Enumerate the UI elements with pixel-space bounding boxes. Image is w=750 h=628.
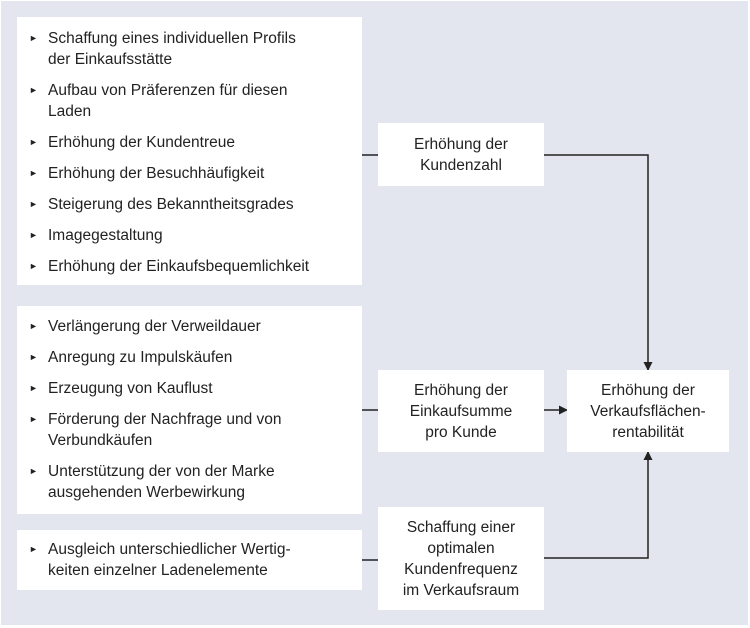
triangle-right-icon: ►	[29, 230, 38, 240]
triangle-right-icon: ►	[29, 261, 38, 271]
triangle-right-icon: ►	[29, 199, 38, 209]
list-item: ► Imagegestaltung	[29, 225, 354, 246]
list-item: ► Steigerung des Bekanntheitsgrades	[29, 194, 354, 215]
list-item: ► Förderung der Nachfrage und von Verbund…	[29, 409, 354, 451]
list-item: ► Erhöhung der Einkaufsbequemlichkeit	[29, 256, 354, 277]
list-item-text: Anregung zu Impulskäufen	[48, 349, 233, 366]
list-item-text: Erzeugung von Kauflust	[48, 380, 213, 397]
measures-list-einkaufssumme: ► Verlängerung der Verweildauer ► Anregung…	[29, 316, 354, 503]
list-item-text: Förderung der Nachfrage und von Verbundk…	[48, 411, 282, 449]
list-item: ► Verlängerung der Verweildauer	[29, 316, 354, 337]
list-item-text: Imagegestaltung	[48, 227, 163, 244]
triangle-right-icon: ►	[29, 168, 38, 178]
measures-list-frequenz: ► Ausgleich unterschiedlicher Wertig- kei…	[29, 539, 354, 581]
list-item-text: Unterstützung der von der Marke ausgehen…	[48, 463, 275, 501]
triangle-right-icon: ►	[29, 33, 38, 43]
goal-box-frequenz: Schaffung einer optimalen Kundenfrequenz…	[378, 507, 544, 610]
triangle-right-icon: ►	[29, 466, 38, 476]
goal-box-kundenzahl: Erhöhung der Kundenzahl	[378, 123, 544, 186]
triangle-right-icon: ►	[29, 321, 38, 331]
triangle-right-icon: ►	[29, 383, 38, 393]
result-box-rentabilitaet: Erhöhung der Verkaufsflächen- rentabilit…	[567, 370, 729, 452]
list-item-text: Aufbau von Präferenzen für diesen Laden	[48, 82, 288, 120]
list-item-text: Erhöhung der Einkaufsbequemlichkeit	[48, 258, 310, 275]
list-item-text: Verlängerung der Verweildauer	[48, 318, 261, 335]
list-item: ► Erhöhung der Kundentreue	[29, 132, 354, 153]
list-item-text: Steigerung des Bekanntheitsgrades	[48, 196, 294, 213]
measures-box-kundenzahl: ► Schaffung eines individuellen Profils d…	[17, 17, 362, 285]
measures-box-frequenz: ► Ausgleich unterschiedlicher Wertig- kei…	[17, 530, 362, 590]
triangle-right-icon: ►	[29, 85, 38, 95]
list-item: ► Ausgleich unterschiedlicher Wertig- kei…	[29, 539, 354, 581]
measures-list-kundenzahl: ► Schaffung eines individuellen Profils d…	[29, 28, 354, 277]
list-item: ► Unterstützung der von der Marke ausgehe…	[29, 461, 354, 503]
list-item-text: Ausgleich unterschiedlicher Wertig- keit…	[48, 541, 291, 579]
list-item-text: Schaffung eines individuellen Profils de…	[48, 30, 296, 68]
list-item: ► Schaffung eines individuellen Profils d…	[29, 28, 354, 70]
list-item-text: Erhöhung der Kundentreue	[48, 134, 236, 151]
triangle-right-icon: ►	[29, 544, 38, 554]
list-item: ► Anregung zu Impulskäufen	[29, 347, 354, 368]
triangle-right-icon: ►	[29, 137, 38, 147]
measures-box-einkaufssumme: ► Verlängerung der Verweildauer ► Anregung…	[17, 306, 362, 514]
goal-box-einkaufssumme: Erhöhung der Einkaufsumme pro Kunde	[378, 370, 544, 452]
list-item-text: Erhöhung der Besuchhäufigkeit	[48, 165, 265, 182]
triangle-right-icon: ►	[29, 352, 38, 362]
list-item: ► Aufbau von Präferenzen für diesen Laden	[29, 80, 354, 122]
list-item: ► Erzeugung von Kauflust	[29, 378, 354, 399]
triangle-right-icon: ►	[29, 414, 38, 424]
list-item: ► Erhöhung der Besuchhäufigkeit	[29, 163, 354, 184]
